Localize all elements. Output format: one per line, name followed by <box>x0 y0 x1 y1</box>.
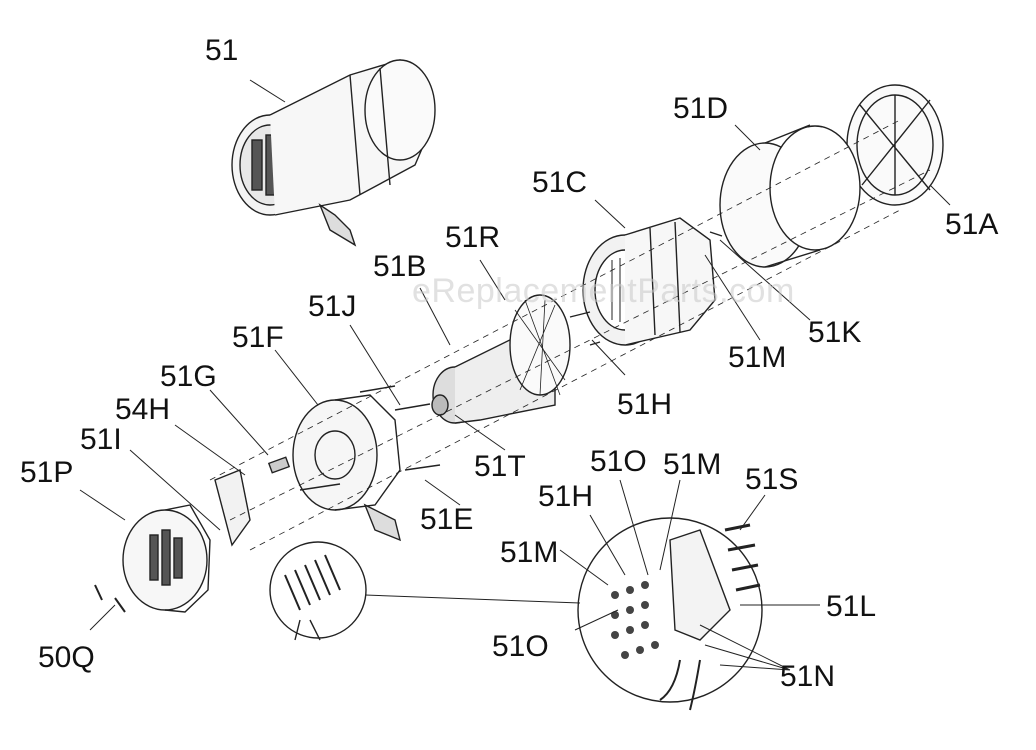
callout-51c: 51C <box>532 166 588 199</box>
callout-51t: 51T <box>474 450 526 483</box>
callout-51r: 51R <box>445 221 501 254</box>
callout-51o-top: 51O <box>590 445 647 478</box>
watermark-text: eReplacementParts.com <box>412 272 795 310</box>
callout-51m-left: 51M <box>500 536 559 569</box>
callout-51k: 51K <box>808 316 862 349</box>
brush-plate-51i <box>214 469 251 547</box>
callout-54h: 54H <box>115 393 171 426</box>
terminal-block-magnified <box>577 517 763 711</box>
sleeve-51d <box>719 124 861 268</box>
assembly-axis-lines <box>209 119 931 551</box>
callout-51a: 51A <box>945 208 999 241</box>
callout-51b: 51B <box>373 250 427 283</box>
callout-51i: 51I <box>80 423 122 456</box>
callout-51l: 51L <box>826 590 877 623</box>
callout-51f: 51F <box>232 321 284 354</box>
bearing-51t <box>431 394 449 416</box>
brush-clip-51g <box>267 456 291 474</box>
end-housing-51f <box>292 394 402 542</box>
callout-51o-bottom: 51O <box>492 630 549 663</box>
terminal-block-small <box>269 541 367 641</box>
callout-51s: 51S <box>745 463 799 496</box>
callout-51h-mid: 51H <box>538 480 594 513</box>
callout-51g: 51G <box>160 360 217 393</box>
fastener-bolts <box>299 231 723 491</box>
callout-51n: 51N <box>780 660 836 693</box>
callout-51m-top: 51M <box>728 341 787 374</box>
leader-lines <box>79 79 951 671</box>
stator-51c <box>582 217 716 346</box>
callout-51h-top: 51H <box>617 388 673 421</box>
callout-51p: 51P <box>20 456 74 489</box>
callout-51d: 51D <box>673 92 729 125</box>
callout-51: 51 <box>205 34 239 67</box>
callout-50q: 50Q <box>38 641 95 674</box>
callout-51j: 51J <box>308 290 357 323</box>
rotor-51b <box>432 294 571 424</box>
detail-link-line <box>364 594 581 604</box>
end-cover-51p <box>122 504 211 613</box>
screws-50q <box>94 584 126 613</box>
end-ring-51a <box>846 84 944 206</box>
callout-51e: 51E <box>420 503 474 536</box>
callout-51m-mid: 51M <box>663 448 722 481</box>
assembled-generator <box>231 59 436 247</box>
